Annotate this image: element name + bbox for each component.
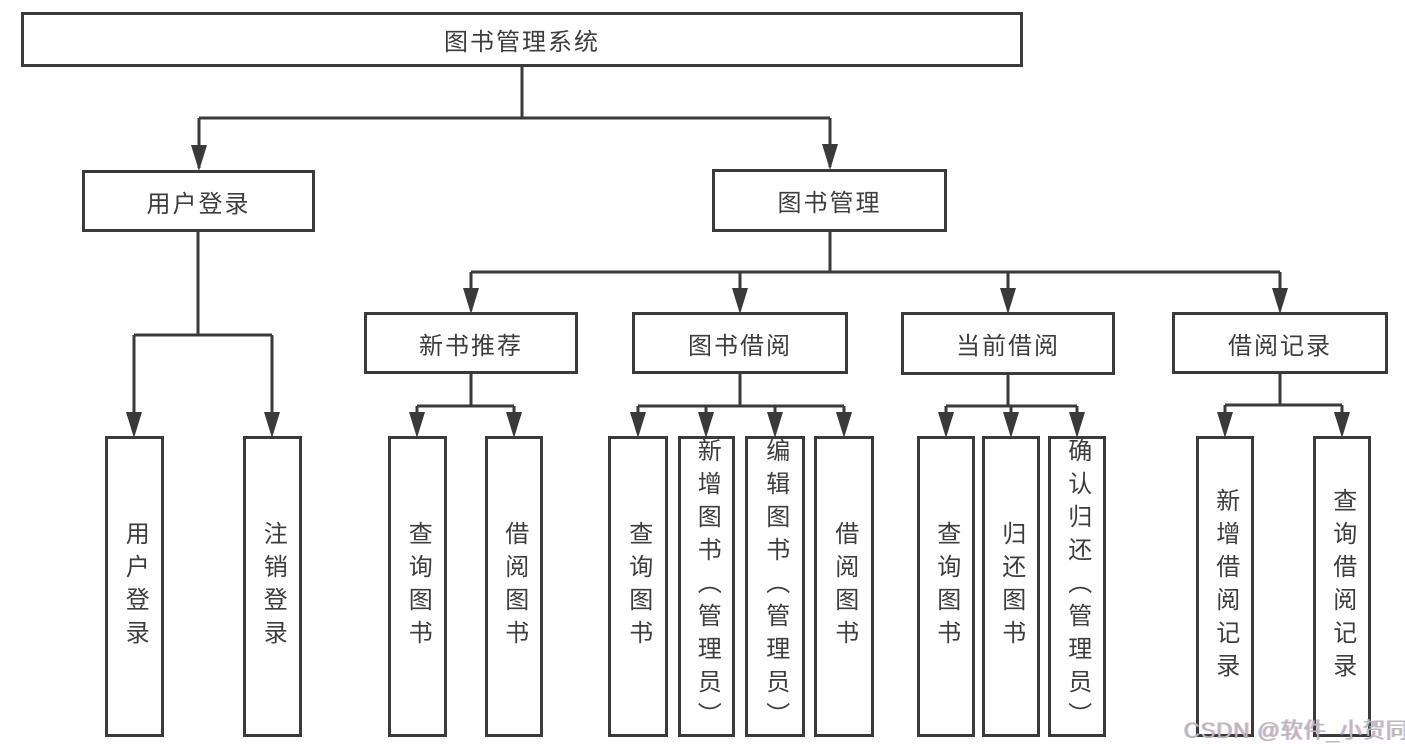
leaf-newbook-borrow: 借阅图书 [485, 436, 543, 737]
leaf-query-borrow-record: 查询借阅记录 [1313, 436, 1371, 737]
leaf-borrow-edit-book-admin-label: 编辑图书（管理员） [761, 438, 789, 735]
leaf-newbook-query-label: 查询图书 [404, 520, 432, 653]
node-new-book-recommend: 新书推荐 [364, 312, 578, 374]
node-book-management: 图书管理 [712, 169, 947, 232]
leaf-current-query-book-label: 查询图书 [932, 520, 960, 653]
connector-bookborrow-to-leaves [636, 373, 846, 433]
leaf-return-book: 归还图书 [982, 436, 1040, 737]
node-user-login: 用户登录 [82, 170, 315, 232]
arrowhead [698, 412, 714, 438]
arrowhead [264, 412, 280, 438]
node-borrow-record: 借阅记录 [1172, 312, 1388, 374]
arrowhead [126, 412, 142, 438]
leaf-add-borrow-record-label: 新增借阅记录 [1211, 487, 1239, 686]
node-current-borrow-label: 当前借阅 [956, 333, 1060, 360]
arrowhead [506, 412, 522, 438]
node-book-management-label: 图书管理 [777, 190, 882, 217]
arrowhead [836, 412, 852, 438]
node-borrow-record-label: 借阅记录 [1228, 332, 1332, 360]
leaf-newbook-query: 查询图书 [388, 436, 447, 737]
node-root-label: 图书管理系统 [444, 29, 600, 56]
leaf-borrow-query-book: 查询图书 [608, 436, 668, 737]
connector-root-to-level2 [197, 67, 832, 168]
leaf-return-book-label: 归还图书 [997, 520, 1025, 653]
leaf-borrow-edit-book-admin: 编辑图书（管理员） [745, 436, 805, 737]
leaf-confirm-return-admin-label: 确认归还（管理员） [1063, 438, 1091, 735]
leaf-borrow-add-book-admin: 新增图书（管理员） [678, 436, 735, 737]
arrowheads [126, 144, 1350, 438]
connector-userlogin-to-leaves [132, 231, 274, 433]
leaf-current-query-book: 查询图书 [917, 436, 975, 737]
node-user-login-label: 用户登录 [146, 190, 251, 218]
leaf-borrow-book: 借阅图书 [814, 436, 874, 737]
watermark: CSDN @软件_小贺同学 [1184, 718, 1405, 743]
node-book-borrow: 图书借阅 [632, 312, 848, 374]
connector-borrowrecord-to-leaves [1223, 373, 1344, 433]
leaf-borrow-query-book-label: 查询图书 [624, 520, 652, 653]
arrowhead [938, 412, 954, 438]
arrowhead [630, 412, 646, 438]
connector-newbook-to-leaves [415, 373, 516, 433]
node-root-system: 图书管理系统 [21, 12, 1023, 67]
arrowhead [1003, 412, 1019, 438]
leaf-user-logout-label: 注销登录 [259, 520, 287, 653]
leaf-query-borrow-record-label: 查询借阅记录 [1328, 487, 1356, 686]
node-current-borrow: 当前借阅 [901, 312, 1115, 375]
arrowhead [1217, 412, 1233, 438]
connector-paths [132, 67, 1344, 433]
leaf-newbook-borrow-label: 借阅图书 [500, 520, 528, 653]
arrowhead [409, 412, 425, 438]
arrowhead [191, 145, 207, 171]
arrowhead [1069, 412, 1085, 438]
arrowhead [767, 412, 783, 438]
leaf-add-borrow-record: 新增借阅记录 [1196, 436, 1254, 737]
leaf-confirm-return-admin: 确认归还（管理员） [1048, 436, 1106, 737]
leaf-user-login: 用户登录 [105, 436, 164, 737]
leaf-borrow-book-label: 借阅图书 [830, 520, 858, 653]
arrowhead [463, 288, 479, 314]
node-book-borrow-label: 图书借阅 [688, 332, 792, 360]
leaf-borrow-add-book-admin-label: 新增图书（管理员） [693, 438, 721, 735]
leaf-user-logout: 注销登录 [243, 436, 302, 737]
arrowhead [732, 288, 748, 314]
node-new-book-recommend-label: 新书推荐 [419, 332, 523, 360]
leaf-user-login-label: 用户登录 [121, 520, 149, 653]
connector-bookmgmt-to-level3 [469, 230, 1282, 310]
arrowhead [1000, 288, 1016, 314]
arrowhead [822, 144, 838, 170]
arrowhead [1272, 288, 1288, 314]
arrowhead [1334, 412, 1350, 438]
